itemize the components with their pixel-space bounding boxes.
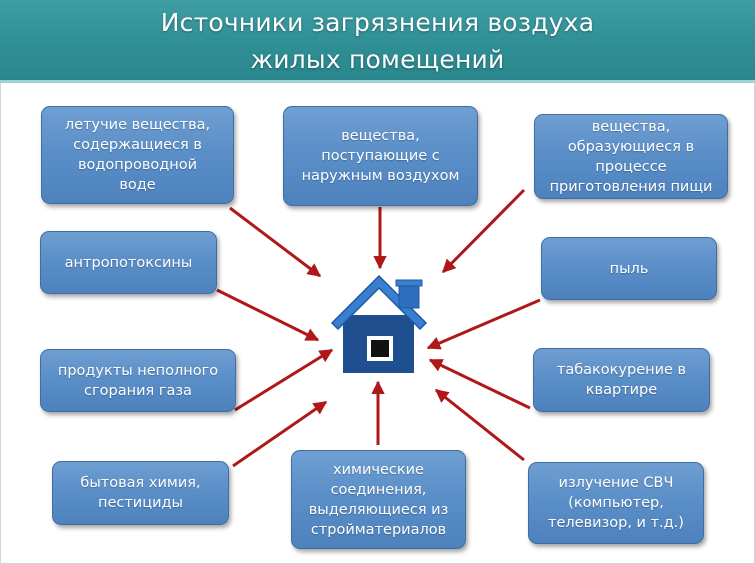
source-outdoor-air-label: вещества, поступающие с наружным воздухо… [301,128,460,184]
title-line-2: жилых помещений [250,45,505,74]
source-dust: пыль [541,237,717,300]
source-anthropotoxins-label: антропотоксины [64,254,193,271]
source-volatile-substances: летучие вещества, содержащиеся в водопро… [41,106,234,204]
source-dust-label: пыль [609,260,649,277]
source-building-materials-label: химические соединения, выделяющиеся из с… [308,461,449,538]
title-line-1: Источники загрязнения воздуха [160,8,595,37]
source-household-chemicals-label: бытовая химия, пестициды [80,475,201,511]
arrow-gas [234,348,334,412]
source-gas-combustion-label: продукты неполного сгорания газа [57,362,219,399]
source-household-chemicals: бытовая химия, пестициды [52,461,229,525]
source-smoking: табакокурение в квартире [533,348,710,412]
source-microwave-radiation: излучение СВЧ (компьютер, телевизор, и т… [528,462,704,544]
source-gas-combustion: продукты неполного сгорания газа [40,349,236,412]
title-banner: Источники загрязнения воздуха жилых поме… [0,0,755,83]
house-icon [330,274,428,373]
arrow-dust [426,298,541,350]
source-smoking-label: табакокурение в квартире [556,362,687,398]
arrow-microwave [434,388,525,462]
source-microwave-radiation-label: излучение СВЧ (компьютер, телевизор, и т… [548,475,684,531]
source-volatile-substances-label: летучие вещества, содержащиеся в водопро… [64,117,211,193]
arrow-cooking [441,188,526,274]
arrow-anthropotoxins [216,288,320,342]
source-cooking-label: вещества, образующиеся в процессе пригот… [549,118,713,195]
source-outdoor-air: вещества, поступающие с наружным воздухо… [283,106,478,206]
source-cooking: вещества, образующиеся в процессе пригот… [534,114,728,199]
arrow-chemicals [232,400,328,468]
source-anthropotoxins: антропотоксины [40,231,217,294]
arrow-volatile [229,206,322,278]
source-building-materials: химические соединения, выделяющиеся из с… [291,450,466,549]
arrow-smoking [428,358,531,410]
